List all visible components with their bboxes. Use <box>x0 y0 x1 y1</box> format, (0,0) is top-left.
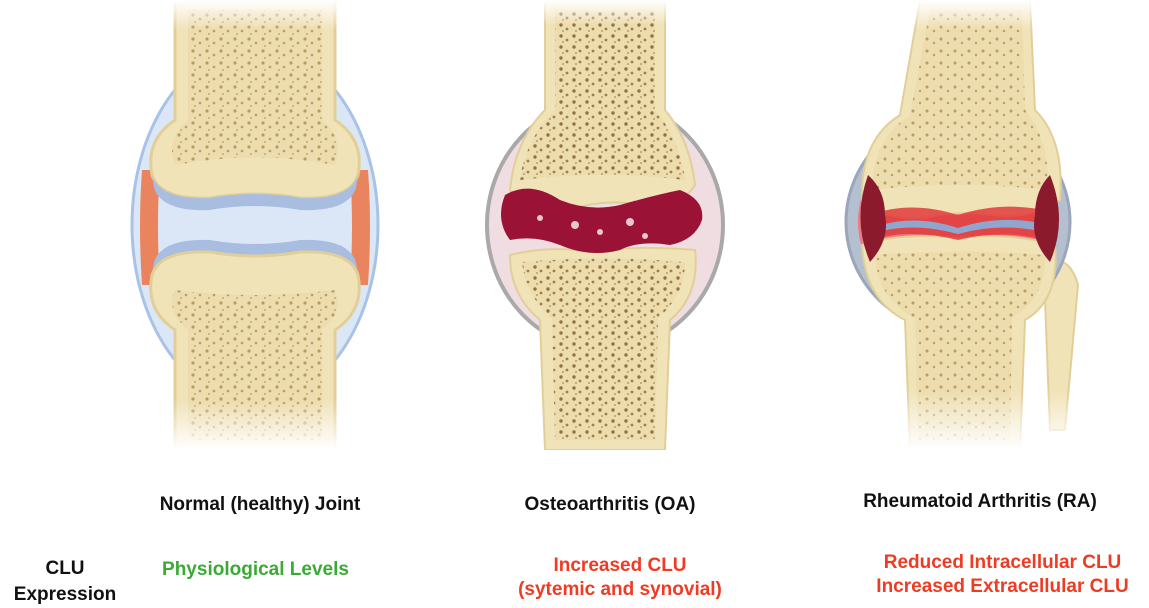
expression-osteoarthritis: Increased CLU (sytemic and synovial) <box>500 554 740 602</box>
panel-title-normal: Normal (healthy) Joint <box>145 494 375 516</box>
panel-title-osteoarthritis: Osteoarthritis (OA) <box>510 494 710 516</box>
rheumatoid-arthritis-illustration <box>840 0 1100 450</box>
clu-expression-label-line2: Expression <box>10 582 120 608</box>
expression-normal-line1: Physiological Levels <box>148 558 363 582</box>
expression-rheumatoid-arthritis: Reduced Intracellular CLU Increased Extr… <box>860 551 1145 599</box>
expression-osteoarthritis-line1: Increased CLU <box>500 554 740 578</box>
osteoarthritis-panel <box>480 0 730 450</box>
normal-joint-illustration <box>120 0 390 450</box>
normal-joint-panel <box>120 0 390 450</box>
clu-expression-label: CLU Expression <box>10 556 120 608</box>
rheumatoid-arthritis-panel <box>840 0 1100 450</box>
clu-expression-label-line1: CLU <box>10 556 120 582</box>
expression-normal: Physiological Levels <box>148 558 363 582</box>
osteoarthritis-illustration <box>480 0 730 450</box>
expression-osteoarthritis-line2: (sytemic and synovial) <box>500 578 740 602</box>
expression-ra-line1: Reduced Intracellular CLU <box>860 551 1145 575</box>
expression-ra-line2: Increased Extracellular CLU <box>860 575 1145 599</box>
panel-title-rheumatoid-arthritis: Rheumatoid Arthritis (RA) <box>860 491 1100 513</box>
